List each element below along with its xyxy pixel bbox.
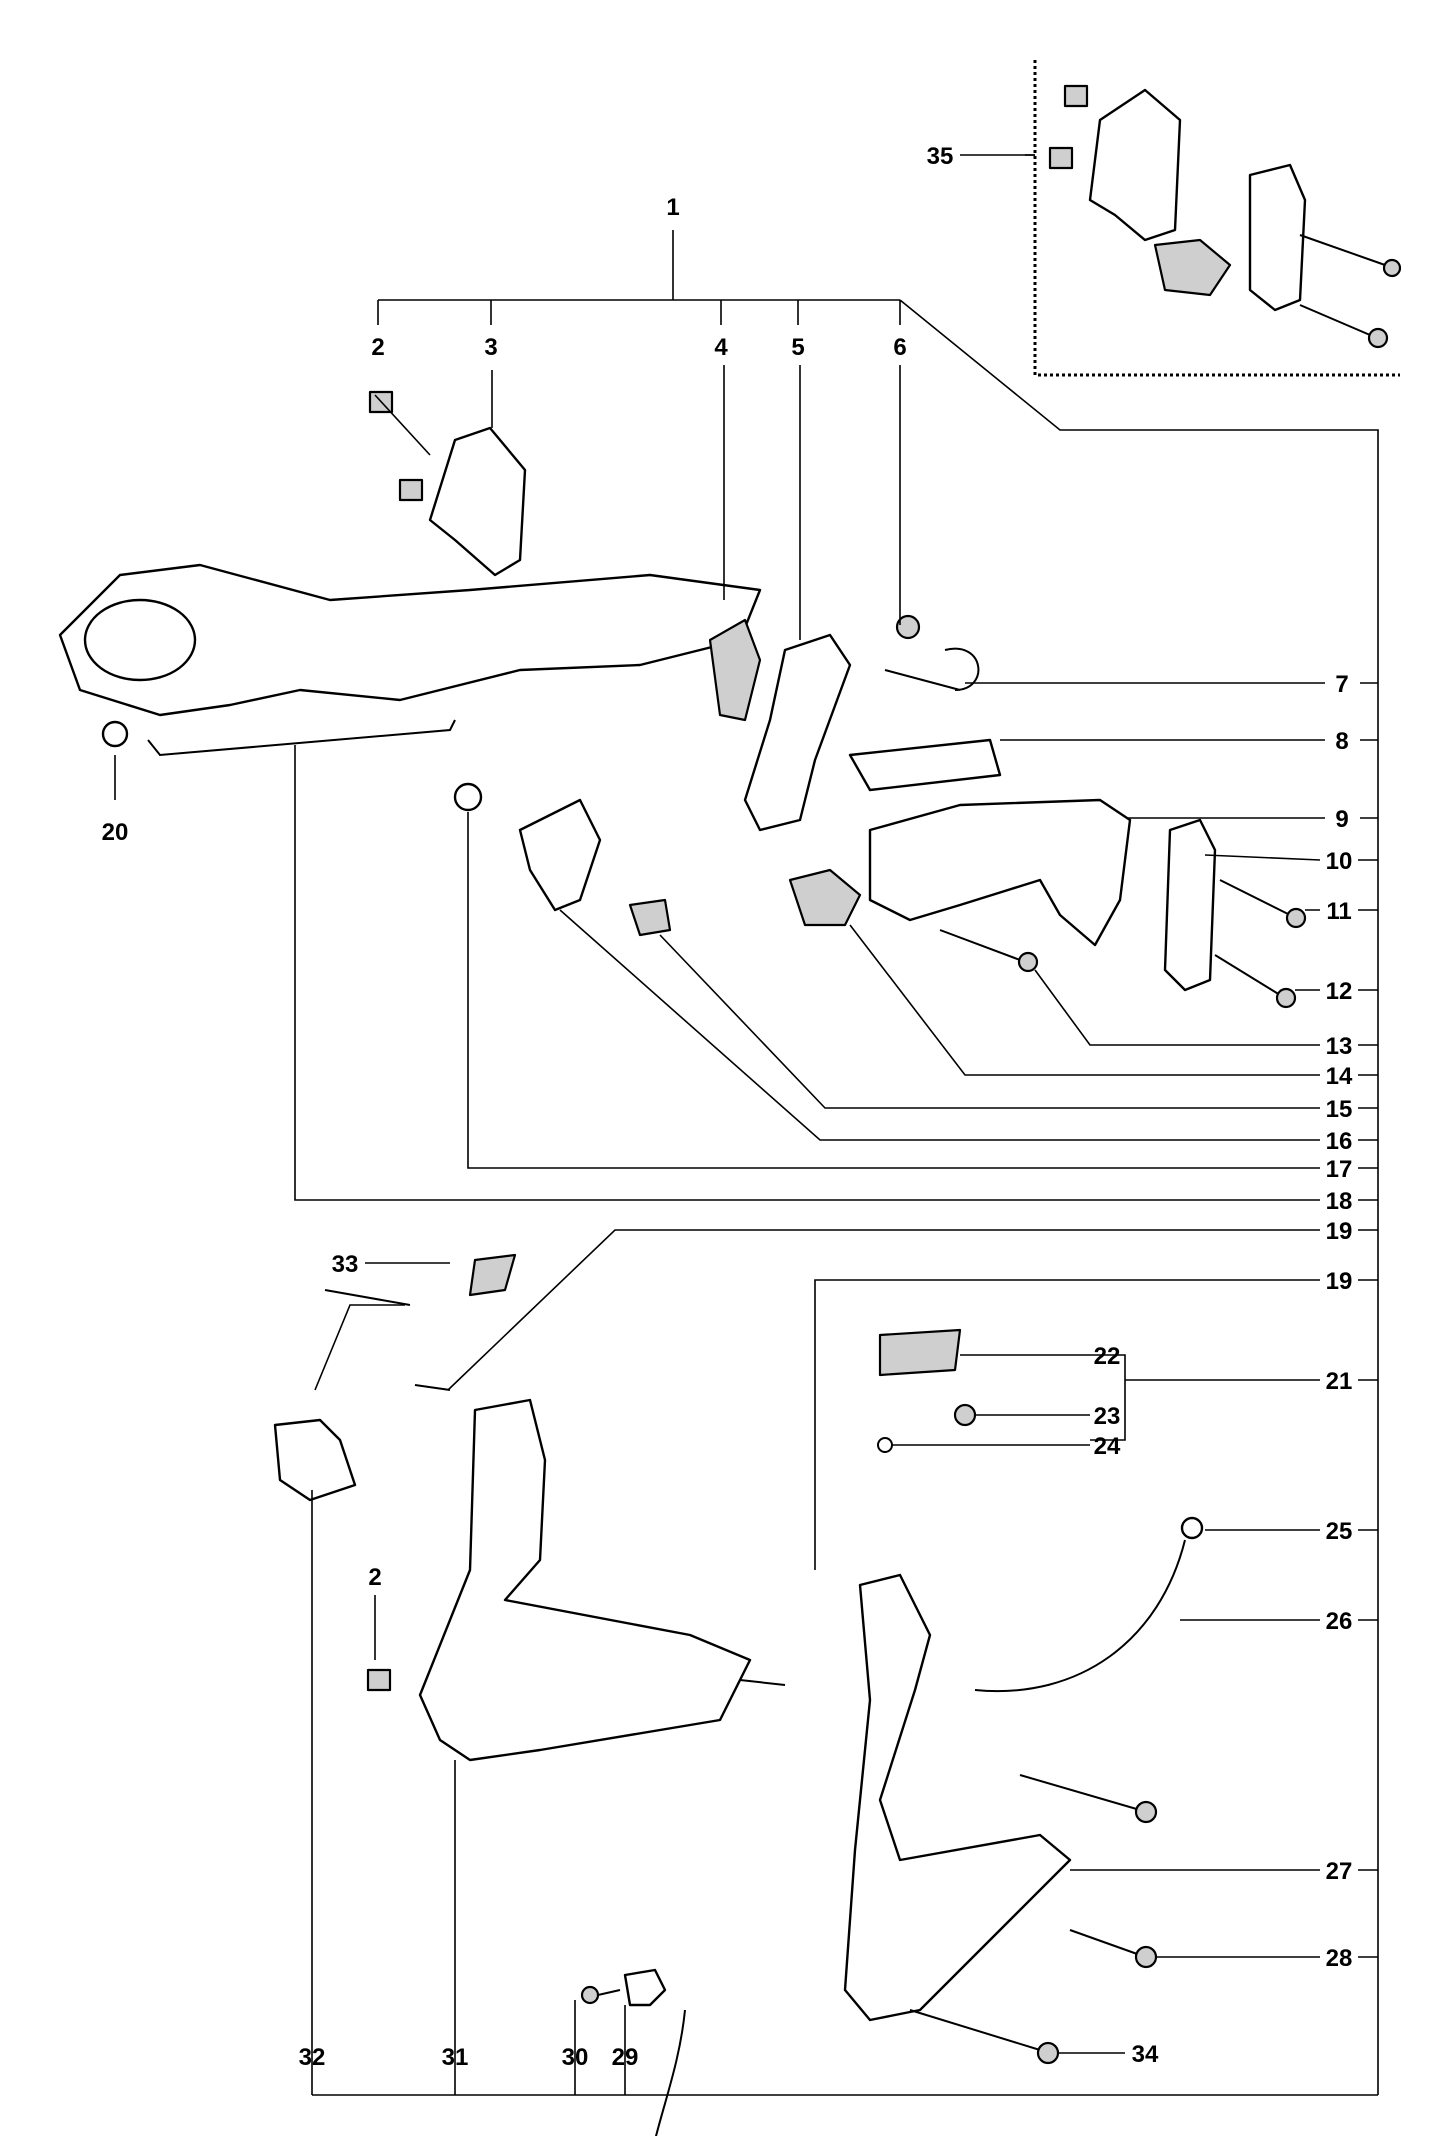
callout-labels: 1 2 3 4 5 6 7 8 9 10 11 12 13 14 15 16 1… bbox=[102, 143, 1353, 2071]
upper-handle-assembly bbox=[58, 390, 1307, 1009]
callout-14: 14 bbox=[1326, 1063, 1353, 1090]
inset-bolt-head-lower bbox=[1367, 327, 1389, 349]
screw-30-shank bbox=[597, 1989, 621, 1996]
callout-11: 11 bbox=[1326, 898, 1351, 925]
grommet-20 bbox=[101, 720, 129, 748]
callout-5: 5 bbox=[791, 334, 804, 361]
callout-32: 32 bbox=[299, 2044, 326, 2071]
rear-frame-27 bbox=[843, 1573, 1072, 2022]
callout-13: 13 bbox=[1326, 1033, 1353, 1060]
bolt-28-head bbox=[1134, 1945, 1158, 1969]
callout-28: 28 bbox=[1326, 1945, 1353, 1972]
trigger-cover-8 bbox=[848, 738, 1002, 792]
square-nut-2-lower bbox=[366, 1668, 392, 1692]
callout-26: 26 bbox=[1326, 1608, 1353, 1635]
bolt-12-head bbox=[1275, 987, 1297, 1009]
trigger-22 bbox=[878, 1328, 962, 1377]
clamp-29 bbox=[623, 1968, 667, 2007]
callout-24: 24 bbox=[1094, 1433, 1121, 1460]
bushing-15 bbox=[628, 898, 672, 937]
front-handle-4 bbox=[58, 563, 762, 717]
callout-33: 33 bbox=[332, 1251, 359, 1278]
callout-31: 31 bbox=[442, 2044, 469, 2071]
rod-18 bbox=[147, 719, 456, 757]
rubber-pad-14 bbox=[788, 868, 862, 927]
callout-23: 23 bbox=[1094, 1403, 1121, 1430]
leader-lines bbox=[114, 154, 1379, 2096]
callout-3: 3 bbox=[484, 334, 497, 361]
bracket-32 bbox=[273, 1418, 357, 1502]
callout-18: 18 bbox=[1326, 1188, 1353, 1215]
inset-variant-35 bbox=[1033, 60, 1402, 377]
bolt-13-head bbox=[1017, 951, 1039, 973]
cable-26 bbox=[974, 1539, 1186, 1693]
callout-6: 6 bbox=[893, 334, 906, 361]
lever-33-wire bbox=[324, 1289, 411, 1306]
inset-handle-plate bbox=[1088, 88, 1182, 242]
callout-25: 25 bbox=[1326, 1518, 1353, 1545]
callout-4: 4 bbox=[714, 334, 728, 361]
pin-19b bbox=[739, 1679, 786, 1686]
front-handle-grip bbox=[83, 598, 197, 682]
callout-22: 22 bbox=[1094, 1343, 1121, 1370]
cable-end-25 bbox=[1180, 1516, 1204, 1540]
callout-10: 10 bbox=[1326, 848, 1353, 875]
callout-34: 34 bbox=[1132, 2041, 1159, 2068]
inset-nut-bottom bbox=[1048, 146, 1074, 170]
bolt-34 bbox=[909, 2009, 1041, 2051]
screw-6 bbox=[895, 614, 921, 640]
callout-7: 7 bbox=[1335, 671, 1348, 698]
callout-9: 9 bbox=[1335, 806, 1348, 833]
bolt-11 bbox=[1219, 879, 1291, 916]
callout-21: 21 bbox=[1326, 1368, 1353, 1395]
callout-17: 17 bbox=[1326, 1156, 1353, 1183]
callout-2: 2 bbox=[371, 334, 384, 361]
pin-19 bbox=[414, 1384, 451, 1391]
trigger-16 bbox=[518, 798, 602, 912]
callout-27: 27 bbox=[1326, 1858, 1353, 1885]
inset-bolt-lower bbox=[1299, 304, 1371, 336]
lever-4 bbox=[708, 618, 762, 722]
inset-side-plate bbox=[1248, 163, 1307, 312]
spring-7 bbox=[884, 647, 980, 691]
callout-1: 1 bbox=[666, 194, 679, 221]
bolt-upper-head bbox=[1134, 1800, 1158, 1824]
ring-24 bbox=[877, 1437, 893, 1453]
handle-frame-31 bbox=[418, 1398, 752, 1762]
inset-nut-top bbox=[1063, 84, 1089, 108]
bolt-34-head bbox=[1036, 2041, 1060, 2065]
callout-12: 12 bbox=[1326, 978, 1353, 1005]
plate-5 bbox=[743, 633, 852, 832]
callout-16: 16 bbox=[1326, 1128, 1353, 1155]
spring-23 bbox=[953, 1403, 977, 1427]
inset-bolt-upper bbox=[1299, 234, 1386, 266]
callout-15: 15 bbox=[1326, 1096, 1353, 1123]
handle-plate-3 bbox=[428, 426, 527, 577]
callout-19: 19 bbox=[1326, 1218, 1353, 1245]
callout-35: 35 bbox=[927, 143, 954, 170]
callout-2-lower: 2 bbox=[368, 1564, 381, 1591]
side-plate-10 bbox=[1163, 818, 1217, 992]
bolt-28 bbox=[1069, 1929, 1141, 1956]
washer-17 bbox=[453, 782, 483, 812]
bolt-13 bbox=[939, 929, 1021, 961]
bolt-upper bbox=[1019, 1774, 1141, 1811]
cable-29 bbox=[655, 2009, 686, 2136]
inset-rubber-pad bbox=[1153, 238, 1232, 297]
callout-20: 20 bbox=[102, 819, 129, 846]
square-nut-2b bbox=[398, 478, 424, 502]
inset-bolt-head-upper bbox=[1382, 258, 1402, 278]
bolt-12 bbox=[1214, 954, 1281, 996]
lever-33 bbox=[468, 1253, 517, 1297]
lower-handle-assembly bbox=[273, 1253, 1204, 2136]
screw-30 bbox=[580, 1985, 600, 2005]
callout-8: 8 bbox=[1335, 728, 1348, 755]
callout-30: 30 bbox=[562, 2044, 589, 2071]
bolt-11-head bbox=[1285, 907, 1307, 929]
callout-29: 29 bbox=[612, 2044, 639, 2071]
rear-handle-9 bbox=[868, 798, 1132, 947]
callout-19b: 19 bbox=[1326, 1268, 1353, 1295]
